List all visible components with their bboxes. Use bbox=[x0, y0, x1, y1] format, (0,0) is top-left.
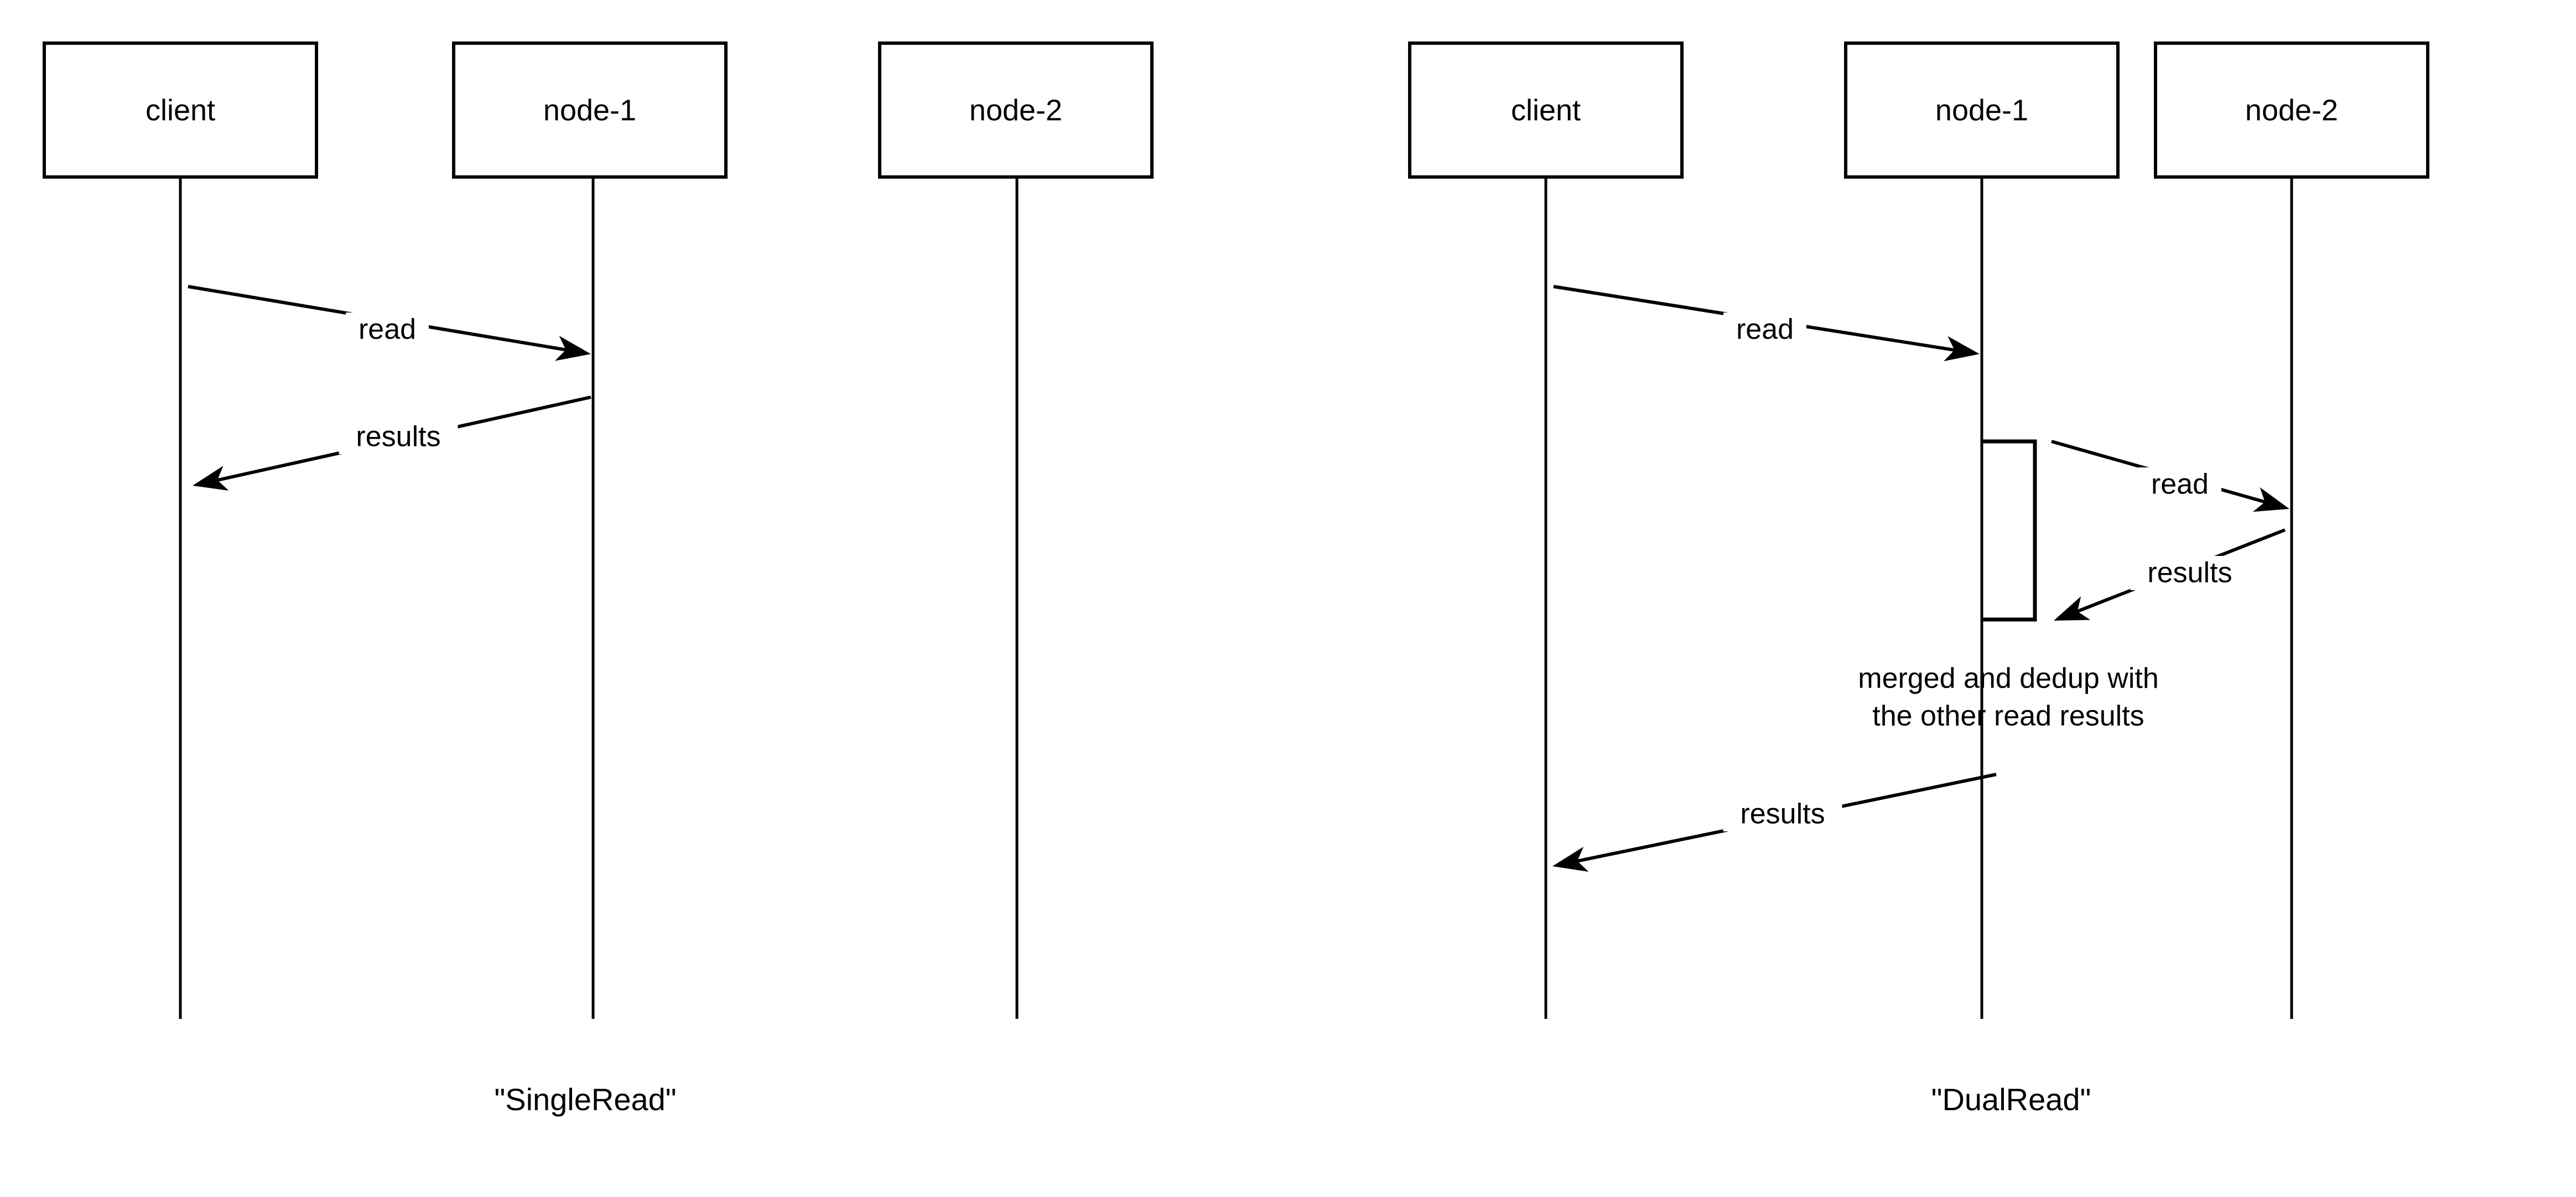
participant-node-1[interactable]: node-1 bbox=[1844, 41, 2120, 1019]
participant-box-node-2[interactable] bbox=[878, 41, 1154, 179]
message-arrowhead-0 bbox=[555, 336, 591, 361]
diagrams-layer: client node-1 node-2 read results "SingleRead… bbox=[43, 41, 2429, 1117]
participant-node-2[interactable]: node-2 bbox=[878, 41, 1154, 1019]
activation-bar-node-1-0 bbox=[1982, 439, 2037, 622]
message-label-backdrop-2 bbox=[2130, 556, 2250, 590]
message-label-1: results bbox=[356, 421, 440, 453]
message-arrowhead-3 bbox=[1552, 846, 1589, 872]
note-line-0-1: the other read results bbox=[1872, 700, 2144, 732]
message-label-1: read bbox=[2151, 469, 2209, 501]
diagram-single-read: client node-1 node-2 read results "SingleRead… bbox=[43, 41, 1154, 1117]
diagram-caption-dual-read: "DualRead" bbox=[1931, 1082, 2091, 1117]
participant-box-node-1[interactable] bbox=[1844, 41, 2120, 179]
participant-label-node-2: node-2 bbox=[2245, 93, 2338, 127]
diagram-dual-read: client node-1 node-2 read read results results… bbox=[1408, 41, 2429, 1117]
participant-label-node-1: node-1 bbox=[1935, 93, 2028, 127]
message-label-backdrop-0 bbox=[1723, 313, 1806, 347]
message-label-backdrop-1 bbox=[339, 420, 458, 454]
message-dual-read-3[interactable]: results bbox=[1552, 773, 1997, 872]
participant-label-client: client bbox=[1511, 93, 1581, 127]
message-label-backdrop-3 bbox=[1723, 797, 1842, 831]
participant-node-1[interactable]: node-1 bbox=[452, 41, 728, 1019]
message-label-backdrop-1 bbox=[2138, 467, 2221, 502]
message-label-0: read bbox=[1736, 314, 1794, 346]
participant-box-node-1[interactable] bbox=[452, 41, 728, 179]
participant-box-client[interactable] bbox=[43, 41, 318, 179]
participant-client[interactable]: client bbox=[43, 41, 318, 1019]
message-arrowhead-1 bbox=[193, 466, 229, 491]
participant-label-client: client bbox=[146, 93, 215, 127]
message-label-3: results bbox=[1740, 798, 1825, 830]
message-arrowhead-0 bbox=[1944, 336, 1980, 362]
participant-label-node-2: node-2 bbox=[969, 93, 1062, 127]
participant-client[interactable]: client bbox=[1408, 41, 1684, 1019]
message-single-read-0[interactable]: read bbox=[188, 285, 591, 361]
participant-node-2[interactable]: node-2 bbox=[2154, 41, 2429, 1019]
message-arrowhead-1 bbox=[2253, 487, 2289, 512]
note-dual-read-0: merged and dedup with the other read resu… bbox=[1858, 663, 2159, 732]
message-arrowhead-2 bbox=[2054, 596, 2091, 621]
message-dual-read-1[interactable]: read bbox=[2051, 440, 2289, 512]
note-line-0-0: merged and dedup with bbox=[1858, 663, 2159, 695]
message-dual-read-0[interactable]: read bbox=[1553, 285, 1980, 362]
message-label-backdrop-0 bbox=[346, 313, 429, 347]
message-label-0: read bbox=[359, 314, 416, 346]
participant-box-node-2[interactable] bbox=[2154, 41, 2429, 179]
message-single-read-1[interactable]: results bbox=[193, 395, 591, 491]
diagram-caption-single-read: "SingleRead" bbox=[494, 1082, 676, 1117]
participant-label-node-1: node-1 bbox=[543, 93, 636, 127]
message-dual-read-2[interactable]: results bbox=[2054, 528, 2286, 621]
message-label-2: results bbox=[2147, 557, 2232, 589]
participant-box-client[interactable] bbox=[1408, 41, 1684, 179]
